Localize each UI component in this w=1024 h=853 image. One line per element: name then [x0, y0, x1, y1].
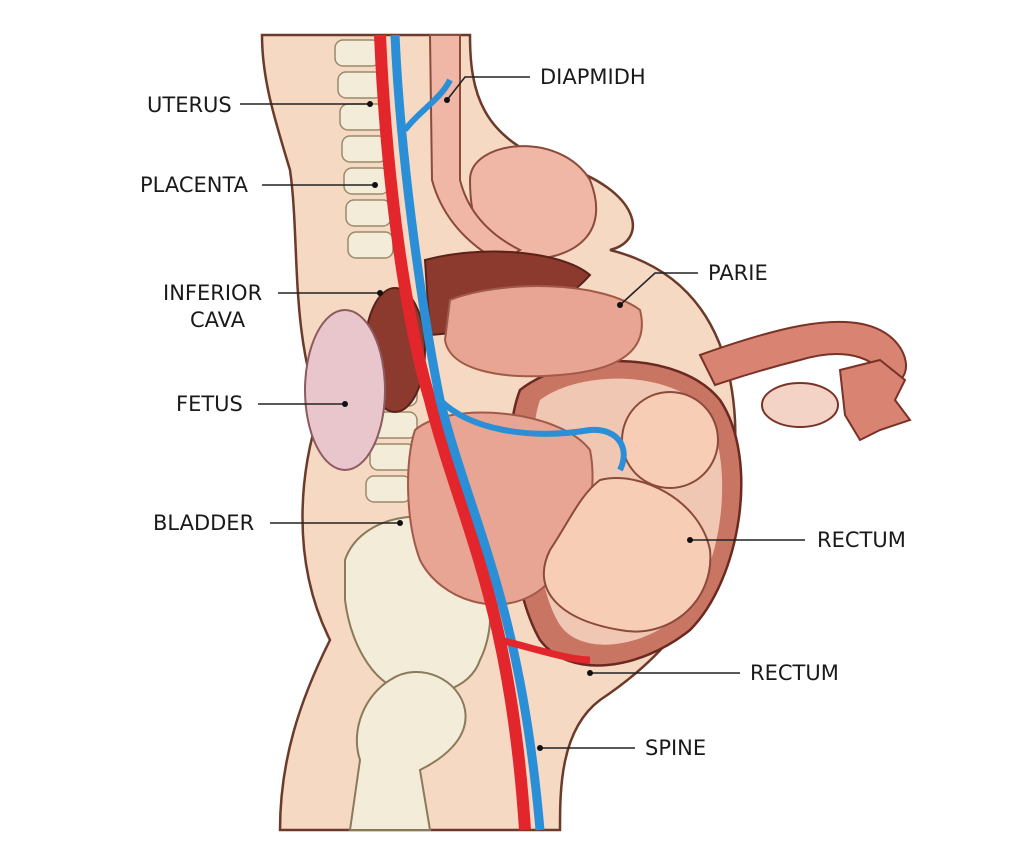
fimbriae	[838, 358, 912, 442]
label-text: BLADDER	[153, 511, 254, 535]
label-rectum-lower: RECTUM	[587, 661, 839, 685]
fetus	[542, 391, 719, 633]
ovary	[761, 382, 839, 428]
label-rectum-upper: RECTUM	[687, 528, 906, 552]
vein-branch-uterine	[437, 397, 627, 472]
artery-branch-lower	[499, 636, 591, 664]
label-text: FETUS	[176, 392, 243, 416]
label-fetus: FETUS	[176, 392, 348, 416]
label-text: SPINE	[645, 736, 706, 760]
label-text: PARIE	[708, 261, 768, 285]
label-text: CAVA	[190, 308, 246, 332]
label-text: RECTUM	[817, 528, 906, 552]
label-bladder: BLADDER	[153, 511, 403, 535]
femur	[348, 670, 467, 831]
label-text: RECTUM	[750, 661, 839, 685]
label-inferior-cava: INFERIOR CAVA	[163, 281, 383, 332]
posterior-bulge	[304, 309, 386, 471]
label-text: UTERUS	[147, 93, 232, 117]
label-parie: PARIE	[617, 261, 768, 308]
label-text: PLACENTA	[140, 173, 249, 197]
label-diapmidh: DIAPMIDH	[444, 65, 646, 103]
aorta-artery	[374, 34, 531, 831]
label-placenta: PLACENTA	[140, 173, 378, 197]
label-uterus: UTERUS	[147, 93, 373, 117]
vein-branch-upper	[402, 78, 453, 132]
label-spine: SPINE	[537, 736, 706, 760]
label-text: DIAPMIDH	[540, 65, 646, 89]
label-text: INFERIOR	[163, 281, 262, 305]
